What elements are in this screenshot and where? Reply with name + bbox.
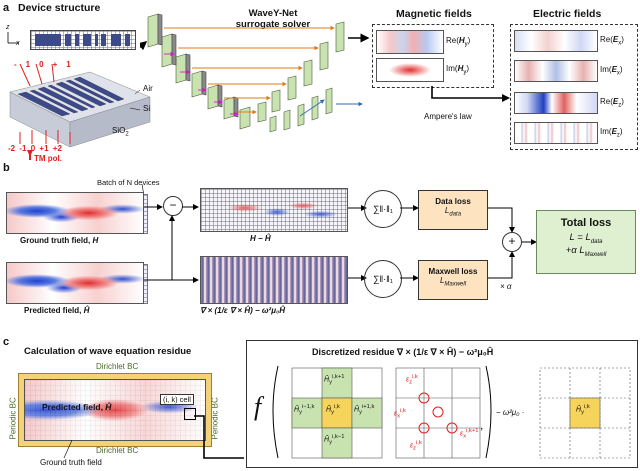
dirichlet-bottom-label: Dirichlet BC <box>96 446 139 455</box>
device-structure-title: Device structure <box>18 2 101 14</box>
panel-c-letter: c <box>3 336 10 348</box>
re-ez-field <box>514 92 598 114</box>
axis-x-label: x <box>16 40 20 47</box>
eps-x-left-label: εxi,k <box>394 408 406 420</box>
cell-marker <box>184 408 196 420</box>
times-alpha: × α <box>500 282 512 291</box>
device-top-view <box>30 30 136 50</box>
l1-norm-data: ∑‖·‖₁ <box>364 190 402 228</box>
re-ex-label: Re(Ex) <box>600 35 624 47</box>
predicted-field-grid <box>24 379 206 441</box>
device-3d-illustration <box>9 63 151 160</box>
discretized-title: Discretized residue ∇ × (1/ε ∇ × Ĥ) − ω²… <box>312 347 494 357</box>
im-hy-label: Im(Hy) <box>446 64 470 76</box>
eps-x-right-label: εxi,k+1 <box>460 428 479 440</box>
minus-omega-label: − ω²μ₀ · <box>496 408 525 417</box>
panel-c-title: Calculation of wave equation residue <box>24 346 192 357</box>
periodic-left-label: Periodic BC <box>8 397 18 440</box>
h-identity-label: Ĥyi,k <box>576 404 590 416</box>
h-left-label: Ĥyi−1,k <box>294 404 315 416</box>
im-ex-field <box>514 60 598 82</box>
h-up-label: Ĥyi,k+1 <box>324 374 345 386</box>
dirichlet-top-label: Dirichlet BC <box>96 362 139 371</box>
ground-truth-field <box>6 192 144 234</box>
maxwell-residue-field <box>200 256 348 304</box>
maxwell-loss-box: Maxwell loss LMaxwell <box>418 260 488 300</box>
im-ez-field <box>514 122 598 144</box>
comma: , <box>480 418 484 432</box>
shift-labels-bottom: -2 -1 0 +1 +2 <box>8 144 62 153</box>
h-center-label: Ĥyi,k <box>326 404 340 416</box>
im-ez-label: Im(Ez) <box>600 127 623 139</box>
h-down-label: Ĥyi,k−1 <box>324 434 345 446</box>
shift-labels-top: -10+1 <box>14 60 80 69</box>
ground-truth-label: Ground truth field, H <box>20 236 99 245</box>
electric-fields-title: Electric fields <box>533 8 602 20</box>
sio2-label: SiO2 <box>112 126 129 138</box>
difference-label: H − Ĥ <box>250 234 271 243</box>
panel-b-letter: b <box>3 162 10 174</box>
tm-pol-label: TM pol. <box>34 154 62 163</box>
batch-label: Batch of N devices <box>97 178 160 187</box>
stencil-diagrams <box>272 365 631 459</box>
re-hy-label: Re(Hy) <box>446 36 471 48</box>
ground-truth-c-label: Ground truth field <box>40 458 102 467</box>
f-symbol: f <box>254 392 262 421</box>
l1-norm-maxwell: ∑‖·‖₁ <box>364 260 402 298</box>
panel-a-letter: a <box>3 2 10 14</box>
h-right-label: Ĥyi+1,k <box>354 404 375 416</box>
predicted-field-c-label: Predicted field, Ĥ <box>42 402 112 412</box>
total-loss-box: Total loss L = Ldata +α LMaxwell <box>536 210 636 274</box>
wavey-net-diagram <box>140 13 370 133</box>
im-hy-field <box>376 58 444 82</box>
re-ez-label: Re(Ez) <box>600 97 624 109</box>
discretized-residue-panel <box>246 340 638 468</box>
air-label: Air <box>143 84 153 93</box>
panel-b-arrows <box>144 204 537 283</box>
axis-icon <box>7 32 19 44</box>
data-loss-box: Data loss Ldata <box>418 190 488 230</box>
axis-z-label: z <box>6 24 10 31</box>
re-hy-field <box>376 30 444 54</box>
zoom-connector <box>194 415 244 459</box>
ampere-arrow <box>431 86 510 102</box>
predicted-field <box>6 262 144 304</box>
gt-pointer <box>63 439 73 459</box>
im-ex-label: Im(Ex) <box>600 65 623 77</box>
residue-expression: ∇ × (1/ε ∇ × Ĥ) − ω²μ₀Ĥ <box>200 306 285 315</box>
ampere-law-label: Ampere's law <box>424 112 472 121</box>
cell-label: (i, k) cell <box>160 394 194 405</box>
magnetic-fields-title: Magnetic fields <box>396 8 472 20</box>
eps-z-bot-label: εzi,k <box>410 440 422 452</box>
electric-fields-box <box>510 24 638 150</box>
magnetic-fields-box <box>372 24 494 88</box>
predicted-label: Predicted field, Ĥ <box>24 306 90 315</box>
difference-field <box>200 188 348 232</box>
eps-z-top-label: εzi,k <box>406 374 418 386</box>
re-ex-field <box>514 30 598 52</box>
plus-operator: + <box>502 232 522 252</box>
si-label: Si <box>143 104 151 113</box>
